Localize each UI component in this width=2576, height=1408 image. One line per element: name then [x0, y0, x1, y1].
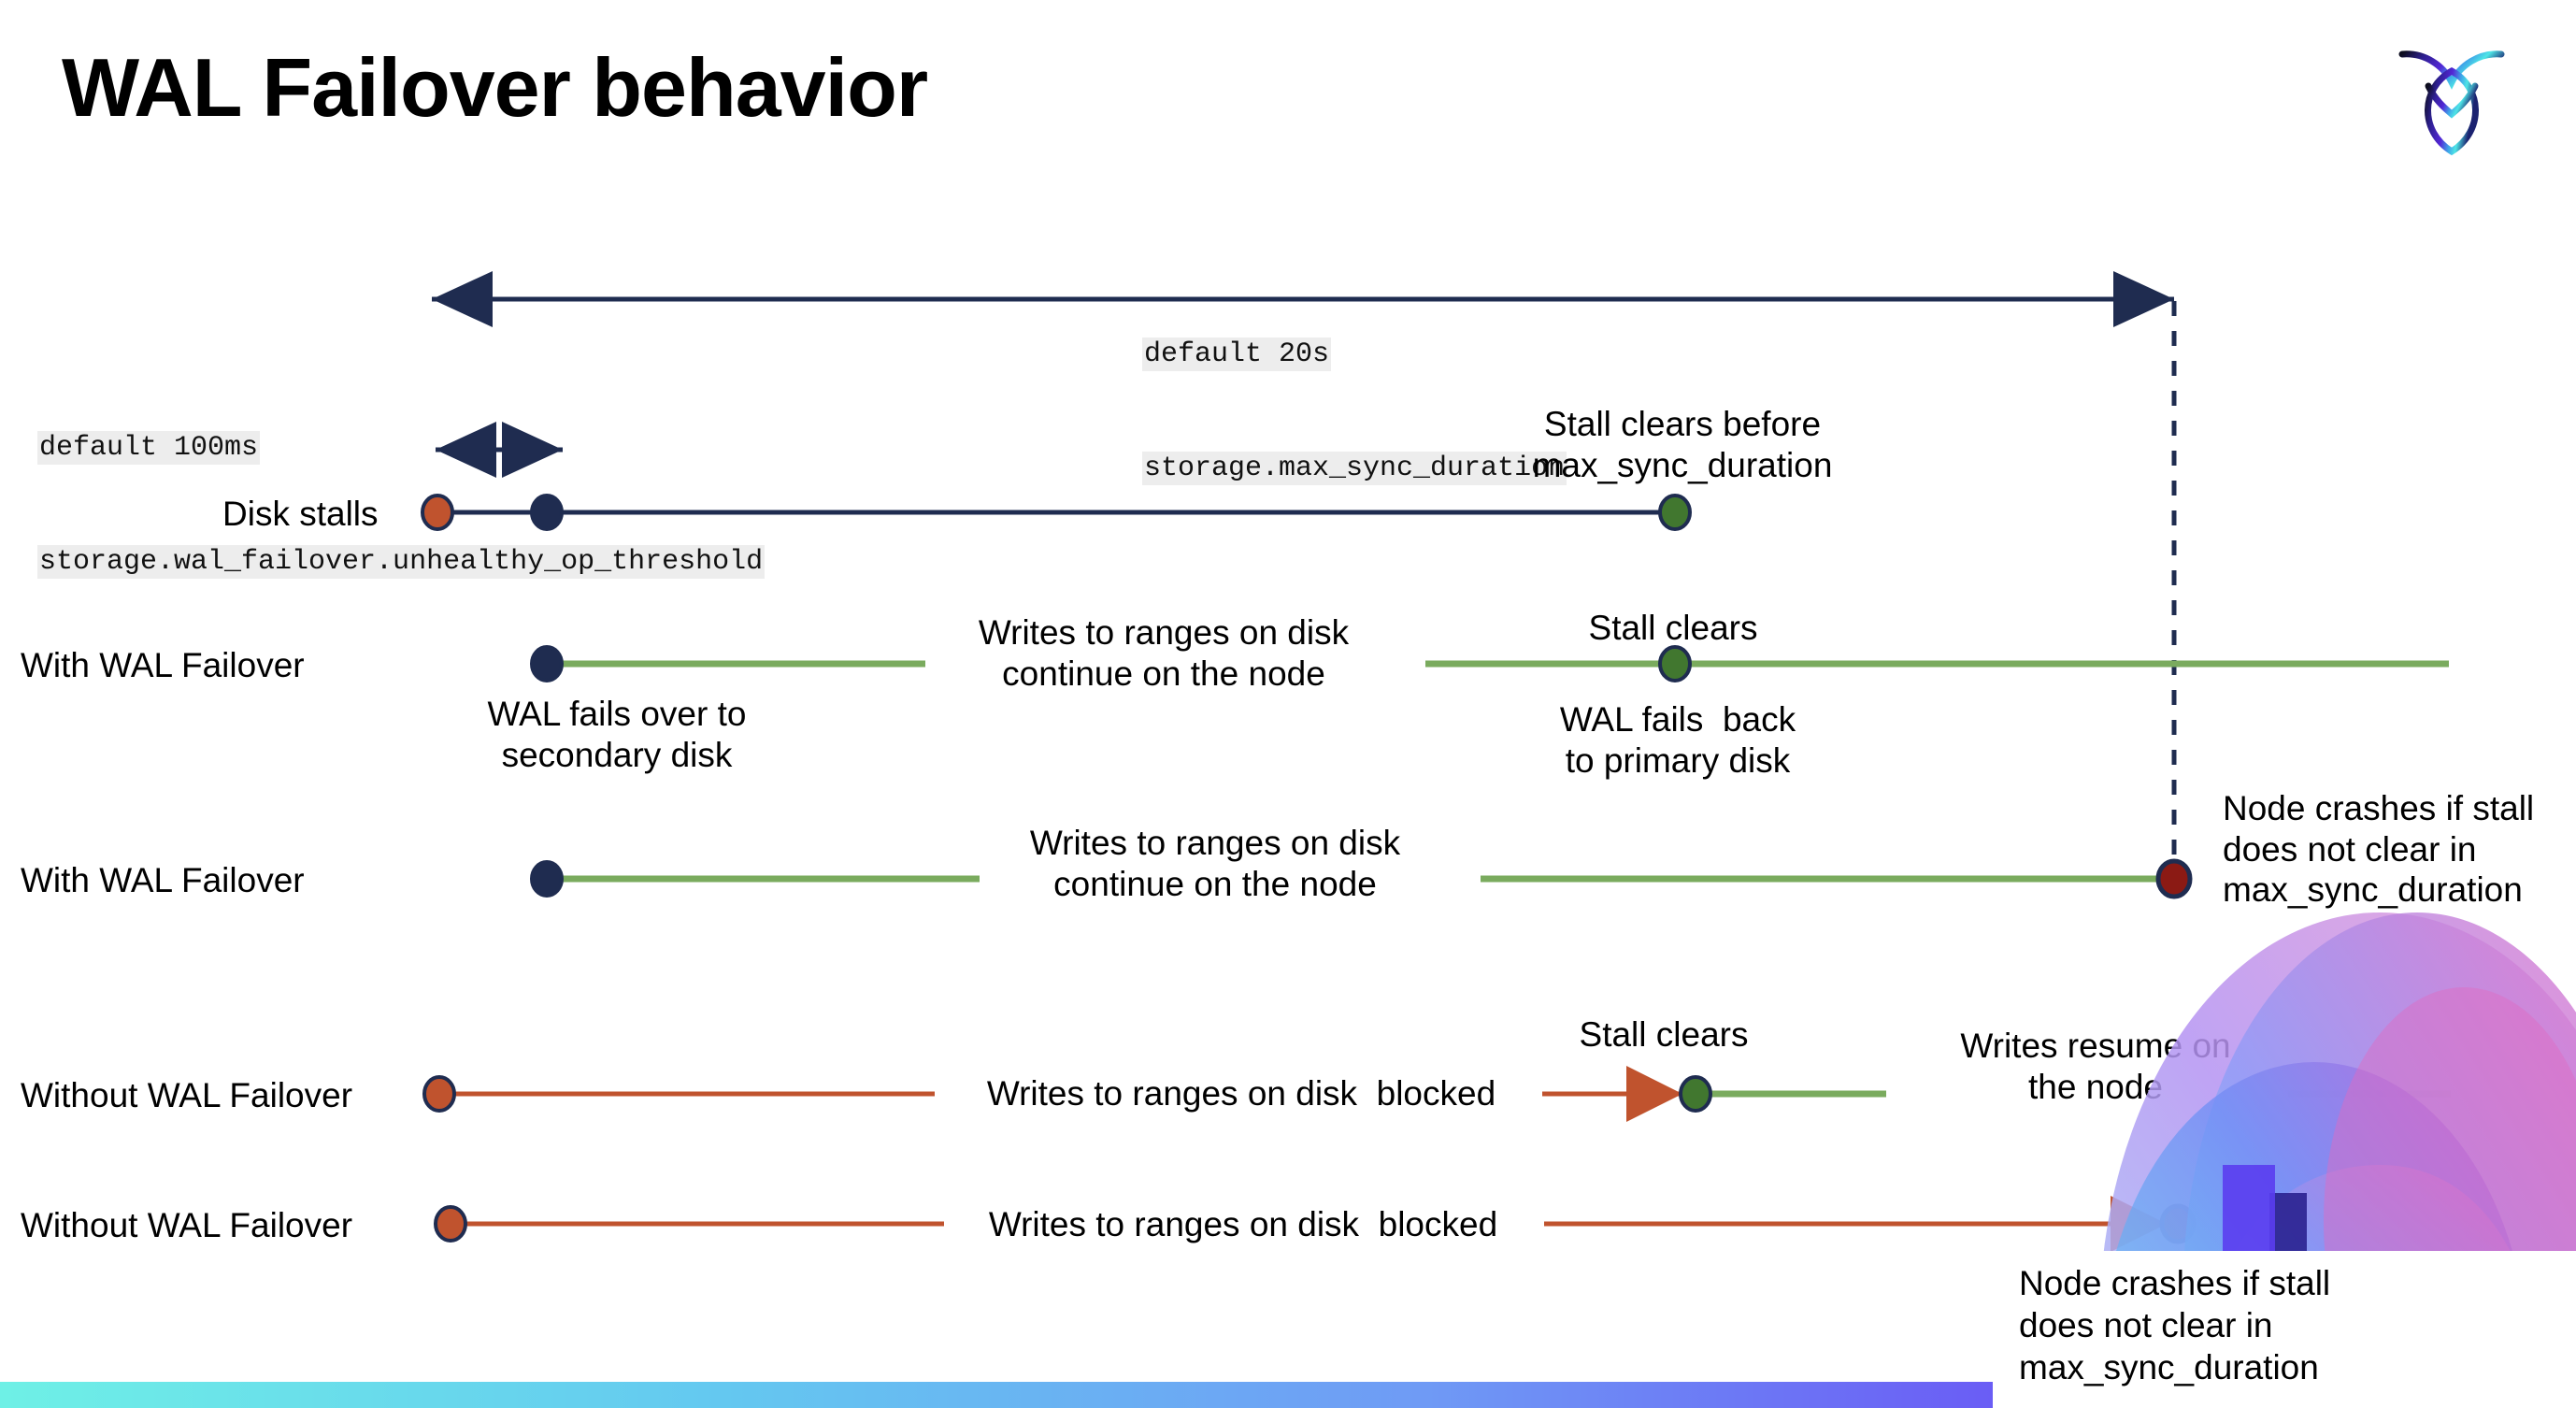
failover-trigger-dot: [530, 494, 564, 531]
node-crash-callout-box: Node crashes if stall does not clear in …: [1993, 1251, 2576, 1408]
stall-clears-note-2: Stall clears: [1579, 1015, 1749, 1054]
failover-start-dot-2: [530, 860, 564, 898]
stall-clears-before-note: Stall clears before max_sync_duration: [1532, 405, 1833, 484]
wal-fails-over-note: WAL fails over to secondary disk: [487, 695, 747, 774]
node-crash-dot: [2155, 858, 2193, 899]
writes-resume-note: Writes resume on the node: [1960, 1027, 2231, 1106]
row-label-without-wal-failover-1: Without WAL Failover: [21, 1076, 353, 1114]
row-with-failover-1-track: [530, 645, 2449, 682]
writes-continue-note-2: Writes to ranges on disk continue on the…: [1029, 824, 1401, 903]
stall-clear-dot: [1658, 494, 1692, 531]
row-disk-stalls-track: [421, 494, 1692, 531]
unhealthy-op-default-value: default 100ms: [37, 431, 261, 465]
failover-start-dot: [530, 645, 564, 682]
stall-clear-dot-2: [1658, 645, 1692, 682]
unhealthy-op-setting-name: storage.wal_failover.unhealthy_op_thresh…: [37, 544, 766, 579]
row-label-with-wal-failover-2: With WAL Failover: [21, 861, 305, 899]
writes-blocked-note: Writes to ranges on disk blocked: [986, 1074, 1496, 1113]
writes-blocked-note-2: Writes to ranges on disk blocked: [988, 1205, 1498, 1243]
stall-start-dot: [421, 494, 454, 531]
cockroachdb-logo-icon: [2382, 28, 2522, 164]
unhealthy-op-threshold-annotation: default 100ms storage.wal_failover.unhea…: [37, 353, 766, 656]
page-title: WAL Failover behavior: [62, 41, 928, 134]
stall-start-dot-3: [422, 1075, 456, 1113]
row-with-failover-2-track: [530, 858, 2193, 899]
wal-fails-back-note: WAL fails back to primary disk: [1559, 700, 1796, 780]
max-sync-setting-name: storage.max_sync_duration: [1142, 451, 1567, 485]
max-sync-duration-annotation: default 20s storage.max_sync_duration: [1142, 260, 1567, 563]
max-sync-default-value: default 20s: [1142, 338, 1332, 371]
row-label-without-wal-failover-2: Without WAL Failover: [21, 1206, 353, 1244]
writes-continue-note: Writes to ranges on disk continue on the…: [978, 613, 1350, 693]
row-label-with-wal-failover-1: With WAL Failover: [21, 646, 305, 684]
stall-start-dot-4: [434, 1205, 467, 1243]
stall-clear-dot-3: [1679, 1075, 1712, 1113]
row-label-disk-stalls: Disk stalls: [222, 495, 379, 533]
node-crashes-note: Node crashes if stall does not clear in …: [2223, 789, 2535, 910]
stall-clears-note: Stall clears: [1588, 609, 1758, 647]
node-crashes-note-2: Node crashes if stall does not clear in …: [2019, 1264, 2331, 1387]
node-crash-dot-2: [2159, 1203, 2197, 1244]
